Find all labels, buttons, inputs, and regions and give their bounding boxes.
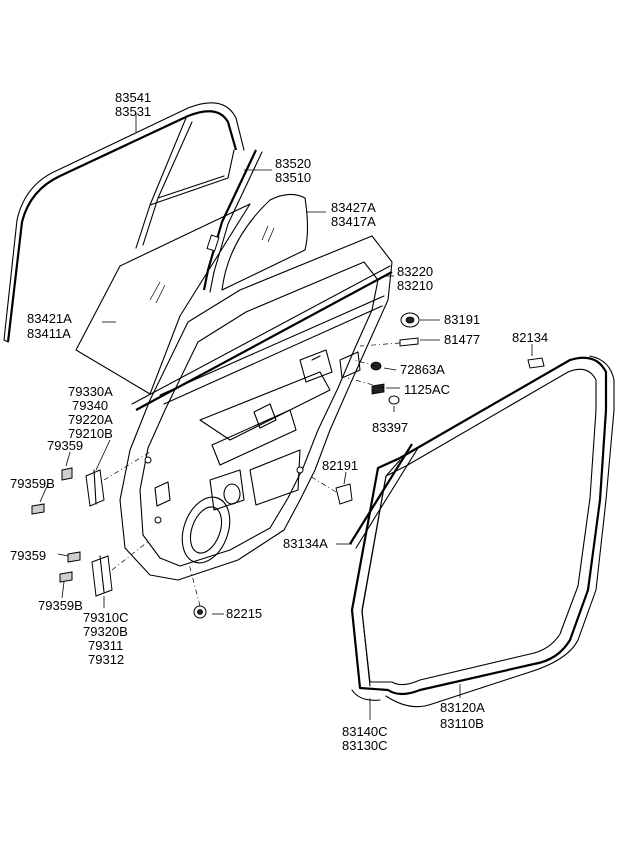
label-79220A: 79220A [68,412,113,427]
small-parts [193,312,545,619]
label-81477: 81477 [444,332,480,347]
label-82191: 82191 [322,458,358,473]
label-82215: 82215 [226,606,262,621]
label-83134A: 83134A [283,536,328,551]
label-79359-lower: 79359 [10,548,46,563]
label-83520: 83520 [275,156,311,171]
label-79311: 79311 [88,638,123,653]
opening-trim [351,459,401,701]
door-weatherstrip [350,355,615,708]
label-83110B: 83110B [440,716,484,731]
part-labels: 83541 83531 83520 83510 83427A 83417A 83… [10,90,548,753]
label-79359B-lower: 79359B [38,598,83,613]
label-83427A: 83427A [331,200,376,215]
label-83140C: 83140C [342,724,388,739]
rear-edge-strip [349,443,419,549]
label-79312: 79312 [88,652,124,667]
window-frame-moulding [3,102,245,343]
label-83417A: 83417A [331,214,376,229]
label-79359B-upper: 79359B [10,476,55,491]
label-83120A: 83120A [440,700,485,715]
door-glass [75,203,251,395]
label-79320B: 79320B [83,624,128,639]
quarter-glass [221,193,309,291]
label-83210: 83210 [397,278,433,293]
label-79340: 79340 [72,398,108,413]
label-83397: 83397 [372,420,408,435]
label-83510: 83510 [275,170,311,185]
label-79359-upper: 79359 [47,438,83,453]
label-83541: 83541 [115,90,151,105]
label-83421A: 83421A [27,311,72,326]
label-83220: 83220 [397,264,433,279]
label-79330A: 79330A [68,384,113,399]
delta-moulding [202,149,263,293]
label-72863A: 72863A [400,362,445,377]
glass-run-channel [135,117,235,249]
label-82134: 82134 [512,330,548,345]
label-83191: 83191 [444,312,480,327]
label-79210B: 79210B [68,426,113,441]
leader-lines [39,112,533,720]
label-1125AC: 1125AC [404,382,450,397]
hinges [31,467,113,597]
belt-weatherstrip [131,265,393,411]
label-83411A: 83411A [27,326,71,341]
mounting-lines [103,342,401,607]
door-panel [119,235,393,581]
label-79310C: 79310C [83,610,129,625]
label-83130C: 83130C [342,738,388,753]
label-83531: 83531 [115,104,151,119]
